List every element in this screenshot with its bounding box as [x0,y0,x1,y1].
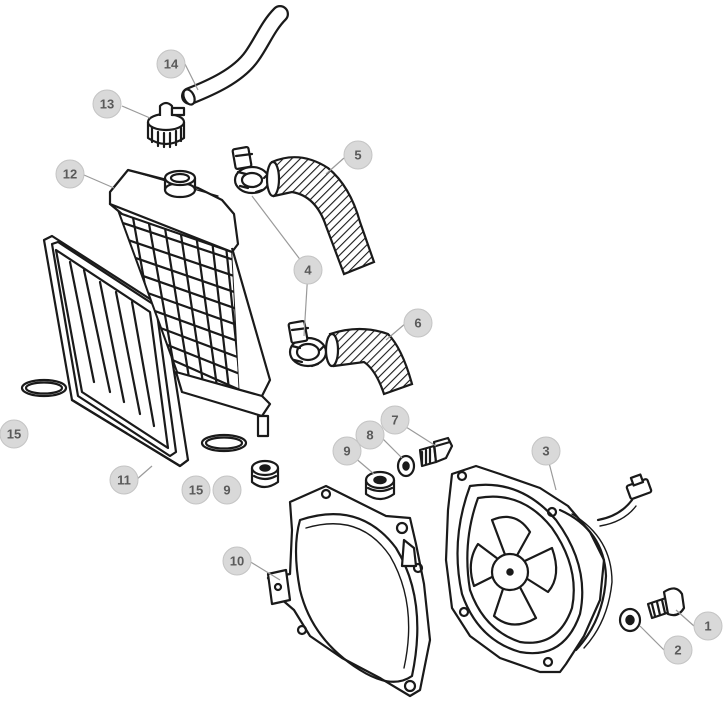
callout-8-label: 8 [366,428,373,443]
part-3-fan-assembly [444,464,653,674]
part-10-fan-shroud [266,484,432,698]
callout-15-right: 15 [181,475,211,505]
callout-12: 12 [55,159,85,189]
callout-15-right-label: 15 [189,483,203,498]
callout-7-label: 7 [391,413,398,428]
part-13-radiator-cap [146,101,186,149]
callout-13: 13 [92,89,122,119]
callout-5-label: 5 [354,148,361,163]
callout-9-left: 9 [212,475,242,505]
part-15-o-ring-left [20,378,68,398]
callout-6-label: 6 [414,316,421,331]
callout-15-left-label: 15 [7,427,21,442]
callout-14: 14 [156,49,186,79]
callout-11-label: 11 [117,473,131,488]
callout-10-label: 10 [230,554,244,569]
part-4-hose-clamp-upper [231,145,271,195]
callout-2-label: 2 [674,643,681,658]
callout-14-label: 14 [164,57,179,72]
part-14-overflow-hose [181,5,289,106]
callout-8: 8 [355,420,385,450]
callout-9-right-label: 9 [343,444,350,459]
callout-6: 6 [403,308,433,338]
callout-7: 7 [380,405,410,435]
callout-5: 5 [343,140,373,170]
callout-1: 1 [693,611,723,641]
callout-15-left: 15 [0,419,29,449]
part-7-bolt [418,436,454,468]
part-2-washer [618,607,642,633]
leader-lines [83,63,695,651]
callout-4: 4 [293,255,323,285]
callout-9-left-label: 9 [223,483,230,498]
part-12-radiator [108,168,272,438]
part-15-o-ring-right [200,433,248,453]
part-1-screw [646,587,686,620]
callout-3: 3 [531,436,561,466]
part-4-hose-clamp-lower [287,319,328,368]
callout-9-right: 9 [332,436,362,466]
part-6-lower-hose [324,327,414,396]
part-9-grommet-left [250,459,280,489]
callout-13-label: 13 [100,97,114,112]
callout-1-label: 1 [704,619,711,634]
callout-4-label: 4 [304,263,312,278]
part-9-grommet-right [364,470,396,501]
part-8-washer [396,454,416,478]
callout-10: 10 [222,546,252,576]
part-5-upper-hose [265,156,376,276]
callout-12-label: 12 [63,167,77,182]
callout-3-label: 3 [542,444,549,459]
part-11-radiator-grille [42,234,190,468]
callout-11: 11 [109,465,139,495]
callout-2: 2 [663,635,693,665]
